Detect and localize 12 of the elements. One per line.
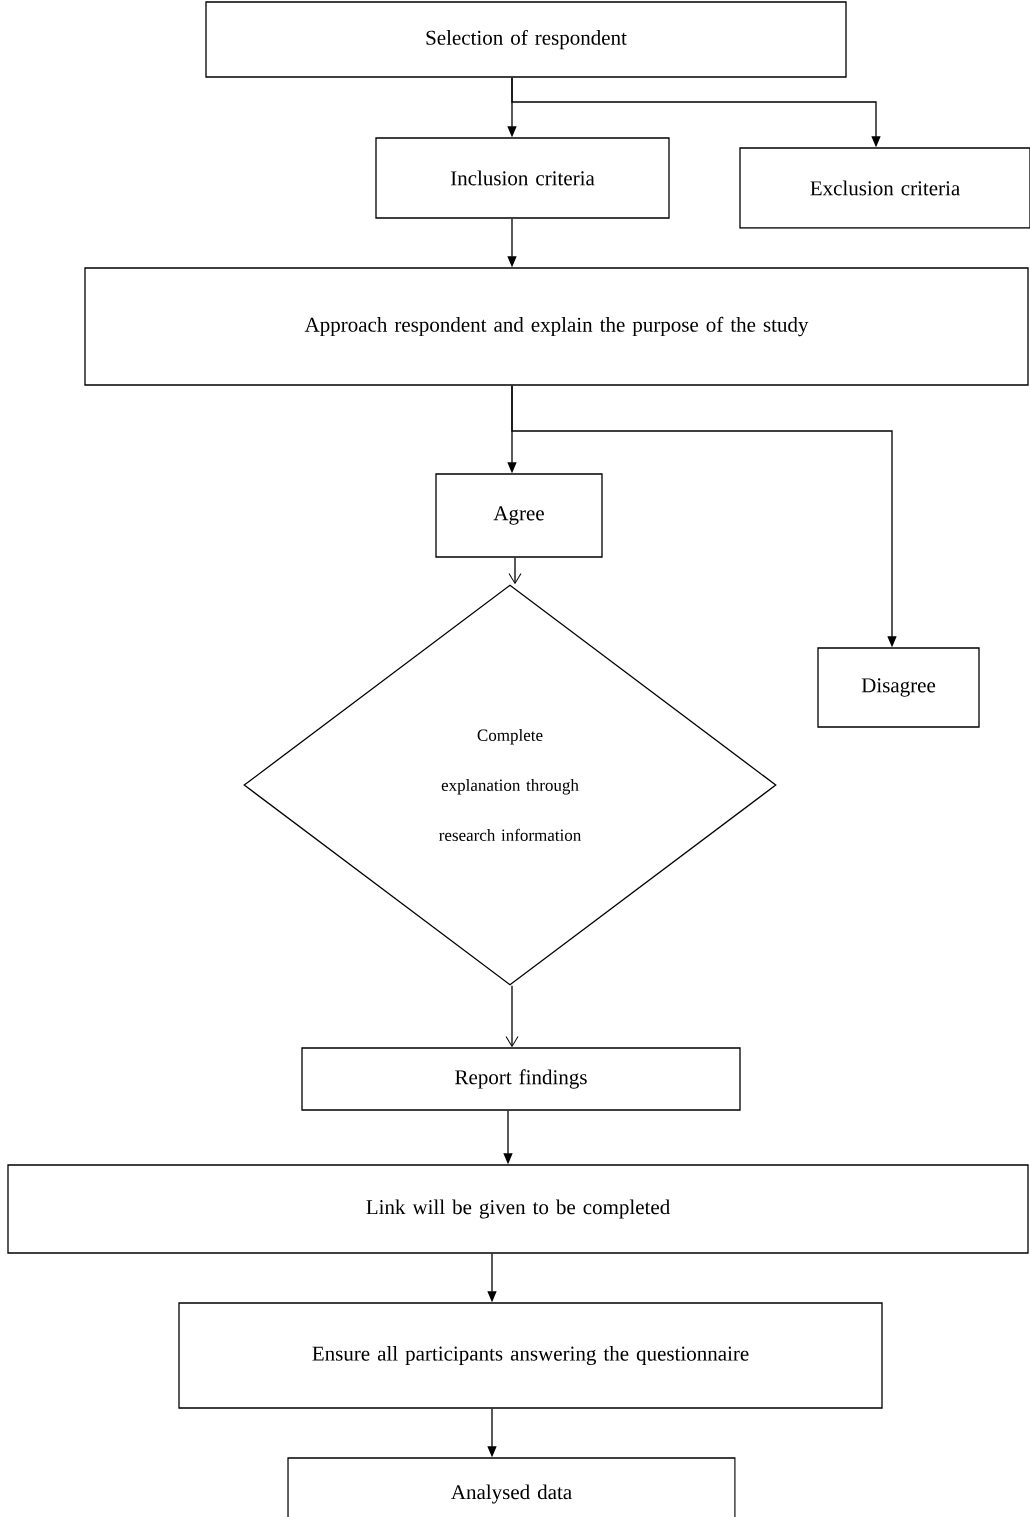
process-box: Disagree <box>817 647 980 728</box>
process-box: Ensure all participants answering the questionnaire <box>178 1302 883 1409</box>
process-box: Inclusion criteria <box>375 137 670 219</box>
process-box: Approach respondent and explain the purpose of the study <box>84 267 1029 386</box>
process-box: Link will be given to be completed <box>7 1164 1029 1254</box>
process-box: Agree <box>435 473 603 558</box>
arrow <box>508 557 522 584</box>
process-box: Analysed data <box>287 1457 736 1517</box>
arrow <box>505 985 519 1047</box>
process-box: Selection of respondent <box>205 1 847 78</box>
process-box: Report findings <box>301 1047 741 1111</box>
process-box: Exclusion criteria <box>739 147 1030 229</box>
